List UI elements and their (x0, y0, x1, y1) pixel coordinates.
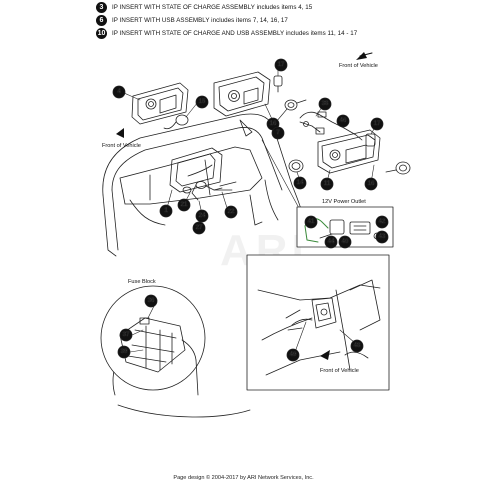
callout-46: 46 (336, 114, 350, 128)
usb-cap (273, 75, 283, 93)
legend-row: 3 IP INSERT WITH STATE OF CHARGE ASSEMBL… (96, 2, 476, 15)
usb-port (385, 161, 411, 175)
callout-36: 36 (144, 294, 158, 308)
label-front-of-vehicle: Front of Vehicle (320, 368, 359, 374)
svg-text:16: 16 (368, 181, 375, 187)
legend-number-badge: 3 (96, 2, 107, 13)
svg-text:48: 48 (354, 343, 361, 349)
callout-37: 37 (119, 328, 133, 342)
assembly-legend: 3 IP INSERT WITH STATE OF CHARGE ASSEMBL… (96, 2, 476, 41)
svg-text:17: 17 (374, 121, 381, 127)
callout-14: 14 (293, 176, 307, 190)
label-front-of-vehicle: Front of Vehicle (339, 63, 378, 69)
state-of-charge-meter (163, 114, 189, 130)
callout-27: 27 (192, 221, 206, 235)
copyright-footer: Page design © 2004-2017 by ARI Network S… (173, 475, 314, 481)
callout-1: 1 (159, 204, 173, 218)
legend-row: 10 IP INSERT WITH STATE OF CHARGE AND US… (96, 28, 476, 41)
ip-insert-soc-usb (317, 129, 381, 174)
svg-text:36: 36 (148, 298, 155, 304)
legend-number-badge: 6 (96, 15, 107, 26)
svg-text:43: 43 (379, 234, 386, 240)
svg-text:21: 21 (181, 202, 188, 208)
label-power-outlet: 12V Power Outlet (322, 199, 366, 205)
legend-text: IP INSERT WITH USB ASSEMBLY includes ite… (112, 17, 288, 24)
callout-16: 16 (364, 177, 378, 191)
svg-text:24: 24 (199, 213, 206, 219)
callout-43: 43 (375, 230, 389, 244)
usb-port (284, 99, 307, 111)
front-arrow-left (116, 128, 124, 138)
callout-11: 11 (320, 177, 334, 191)
svg-text:4: 4 (117, 89, 121, 95)
svg-text:27: 27 (196, 225, 203, 231)
key-switch-assembly (182, 181, 237, 201)
callout-38: 38 (318, 97, 332, 111)
callout-7: 7 (271, 126, 285, 140)
outlet-mounting-detail (246, 254, 390, 391)
center-ip-insert (169, 147, 223, 193)
callout-48: 48 (350, 339, 364, 353)
svg-text:37: 37 (123, 332, 130, 338)
callout-15: 15 (195, 95, 209, 109)
svg-text:17: 17 (278, 62, 285, 68)
callout-22: 22 (224, 205, 238, 219)
svg-text:14: 14 (297, 180, 304, 186)
legend-text: IP INSERT WITH STATE OF CHARGE ASSEMBLY … (112, 4, 313, 11)
svg-text:40: 40 (342, 239, 349, 245)
wiring-harness (299, 111, 363, 141)
state-of-charge-meter (288, 159, 304, 173)
svg-text:49: 49 (290, 352, 297, 358)
legend-text: IP INSERT WITH STATE OF CHARGE AND USB A… (112, 30, 358, 37)
leader-lines (294, 321, 356, 353)
ip-insert-soc (131, 82, 189, 125)
callout-40: 40 (338, 235, 352, 249)
callout-44: 44 (324, 235, 338, 249)
svg-text:22: 22 (228, 209, 235, 215)
svg-text:11: 11 (324, 181, 331, 187)
svg-text:46: 46 (340, 118, 347, 124)
ip-insert-usb (213, 71, 271, 117)
callout-21: 21 (177, 198, 191, 212)
callout-4: 4 (112, 85, 126, 99)
callout-39: 39 (117, 345, 131, 359)
callout-41: 41 (304, 215, 318, 229)
svg-text:38: 38 (322, 101, 329, 107)
callout-17: 17 (274, 58, 288, 72)
front-arrow-top (356, 52, 373, 60)
label-fuse-block: Fuse Block (128, 279, 156, 285)
svg-text:16: 16 (270, 121, 277, 127)
usb-cap (365, 133, 376, 147)
legend-number-badge: 10 (96, 28, 107, 39)
label-front-of-vehicle: Front of Vehicle (102, 143, 141, 149)
svg-text:41: 41 (308, 219, 315, 225)
callout-24: 24 (195, 209, 209, 223)
svg-text:1: 1 (164, 208, 168, 214)
fuse-block-inset (100, 285, 251, 418)
svg-text:15: 15 (199, 99, 206, 105)
svg-text:7: 7 (276, 130, 280, 136)
front-arrow-bottom (320, 350, 330, 360)
callout-17: 17 (370, 117, 384, 131)
svg-text:39: 39 (121, 349, 128, 355)
svg-text:42: 42 (379, 219, 386, 225)
legend-row: 6 IP INSERT WITH USB ASSEMBLY includes i… (96, 15, 476, 28)
callout-49: 49 (286, 348, 300, 362)
callout-42: 42 (375, 215, 389, 229)
svg-text:44: 44 (328, 239, 335, 245)
